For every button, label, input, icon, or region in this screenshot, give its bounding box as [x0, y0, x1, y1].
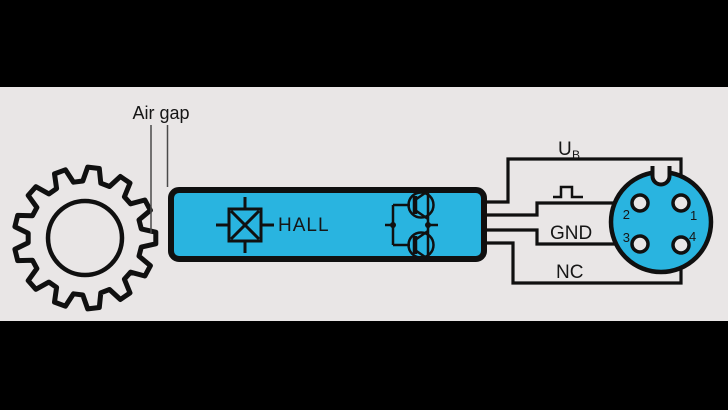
pin-number: 2: [623, 207, 630, 222]
pin-circle: [671, 235, 691, 255]
supply-label: U B: [558, 139, 580, 162]
air-gap-label: Air gap: [132, 103, 189, 123]
transistor-circle: [407, 191, 435, 219]
m12-connector: 1 2 3 4: [608, 166, 714, 275]
pin-number: 3: [623, 230, 630, 245]
hall-label: HALL: [278, 215, 330, 236]
ub-main-text: U: [558, 139, 572, 160]
wire-signal: [483, 201, 631, 217]
collector-line: [414, 229, 429, 242]
hall-x-stroke: [229, 209, 261, 241]
hall-element-icon: [216, 197, 274, 253]
emitter-line: [414, 248, 429, 261]
transistor-top-icon: [393, 189, 435, 221]
connector-pin-1: 1: [671, 193, 697, 223]
transistor-bottom-icon: [393, 229, 435, 261]
collector-line: [414, 189, 429, 202]
gear-outline: [12, 164, 159, 312]
pin-circle: [630, 193, 650, 213]
pin-number: 1: [690, 208, 697, 223]
ub-subscript-text: B: [572, 148, 580, 162]
pin-number: 4: [689, 229, 696, 244]
connector-pin-4: 4: [671, 229, 696, 255]
emitter-line: [414, 208, 429, 221]
connector-pin-2: 2: [623, 193, 650, 222]
keyway-notch-icon: [650, 166, 672, 187]
push-pull-transistors-icon: [385, 189, 438, 261]
air-gap-callout: Air gap: [132, 103, 190, 233]
wire-gnd: [483, 228, 631, 246]
input-junction-dot: [390, 222, 396, 228]
wire-supply: [483, 157, 683, 204]
pin-circle: [671, 193, 691, 213]
sensor-wiring: [483, 157, 683, 285]
nc-label: NC: [556, 262, 583, 283]
gear-icon: [12, 164, 159, 312]
gear-hub-circle: [45, 198, 125, 278]
gnd-label: GND: [550, 223, 592, 244]
pulse-signal-icon: [553, 185, 583, 199]
wire-nc: [483, 241, 683, 285]
connector-pin-3: 3: [623, 230, 650, 254]
transistor-circle: [407, 231, 435, 259]
pin-circle: [630, 234, 650, 254]
